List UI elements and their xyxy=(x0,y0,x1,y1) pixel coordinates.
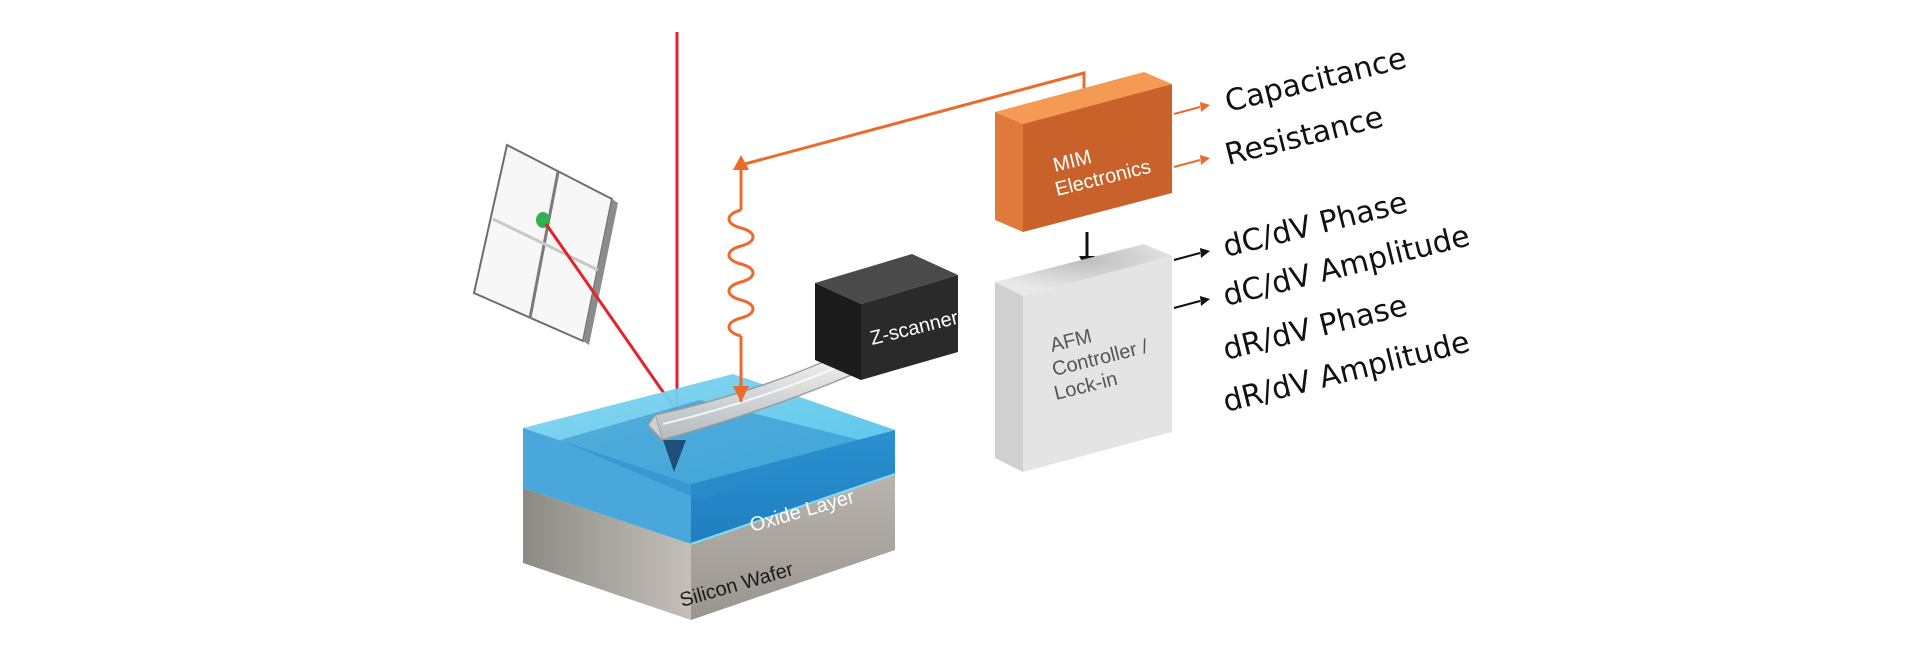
arrow-up-icon xyxy=(733,155,749,170)
laser-beam xyxy=(544,32,679,413)
arrow-right-icon xyxy=(1200,248,1210,258)
silicon-wafer-side xyxy=(523,488,691,620)
silicon-wafer-front xyxy=(691,474,895,620)
signal-line-to-mim xyxy=(739,71,1086,210)
sample-stack: Oxide Layer Silicon Wafer xyxy=(523,374,896,620)
microwave-wave xyxy=(727,208,755,338)
z-scanner: Z-scanner xyxy=(815,254,961,380)
arrow-down-icon xyxy=(733,386,749,402)
afm-controller-box: AFM Controller / Lock-in xyxy=(995,244,1172,472)
arrow-right-icon xyxy=(1200,296,1210,306)
oxide-layer-side xyxy=(523,428,691,544)
output-capacitance: Capacitance xyxy=(1221,41,1410,120)
afm-output-arrows xyxy=(1173,248,1210,309)
arrow-right-icon xyxy=(1200,102,1210,112)
laser-reflected xyxy=(544,223,679,413)
mim-electronics-box: MIM Electronics xyxy=(995,72,1172,232)
photodetector xyxy=(472,143,618,345)
detector-divider-horizontal xyxy=(492,217,599,272)
mim-output-arrows xyxy=(1173,102,1210,168)
arrow-right-icon xyxy=(1200,155,1210,165)
afm-tip xyxy=(663,440,686,472)
oxide-layer-front xyxy=(691,430,895,544)
